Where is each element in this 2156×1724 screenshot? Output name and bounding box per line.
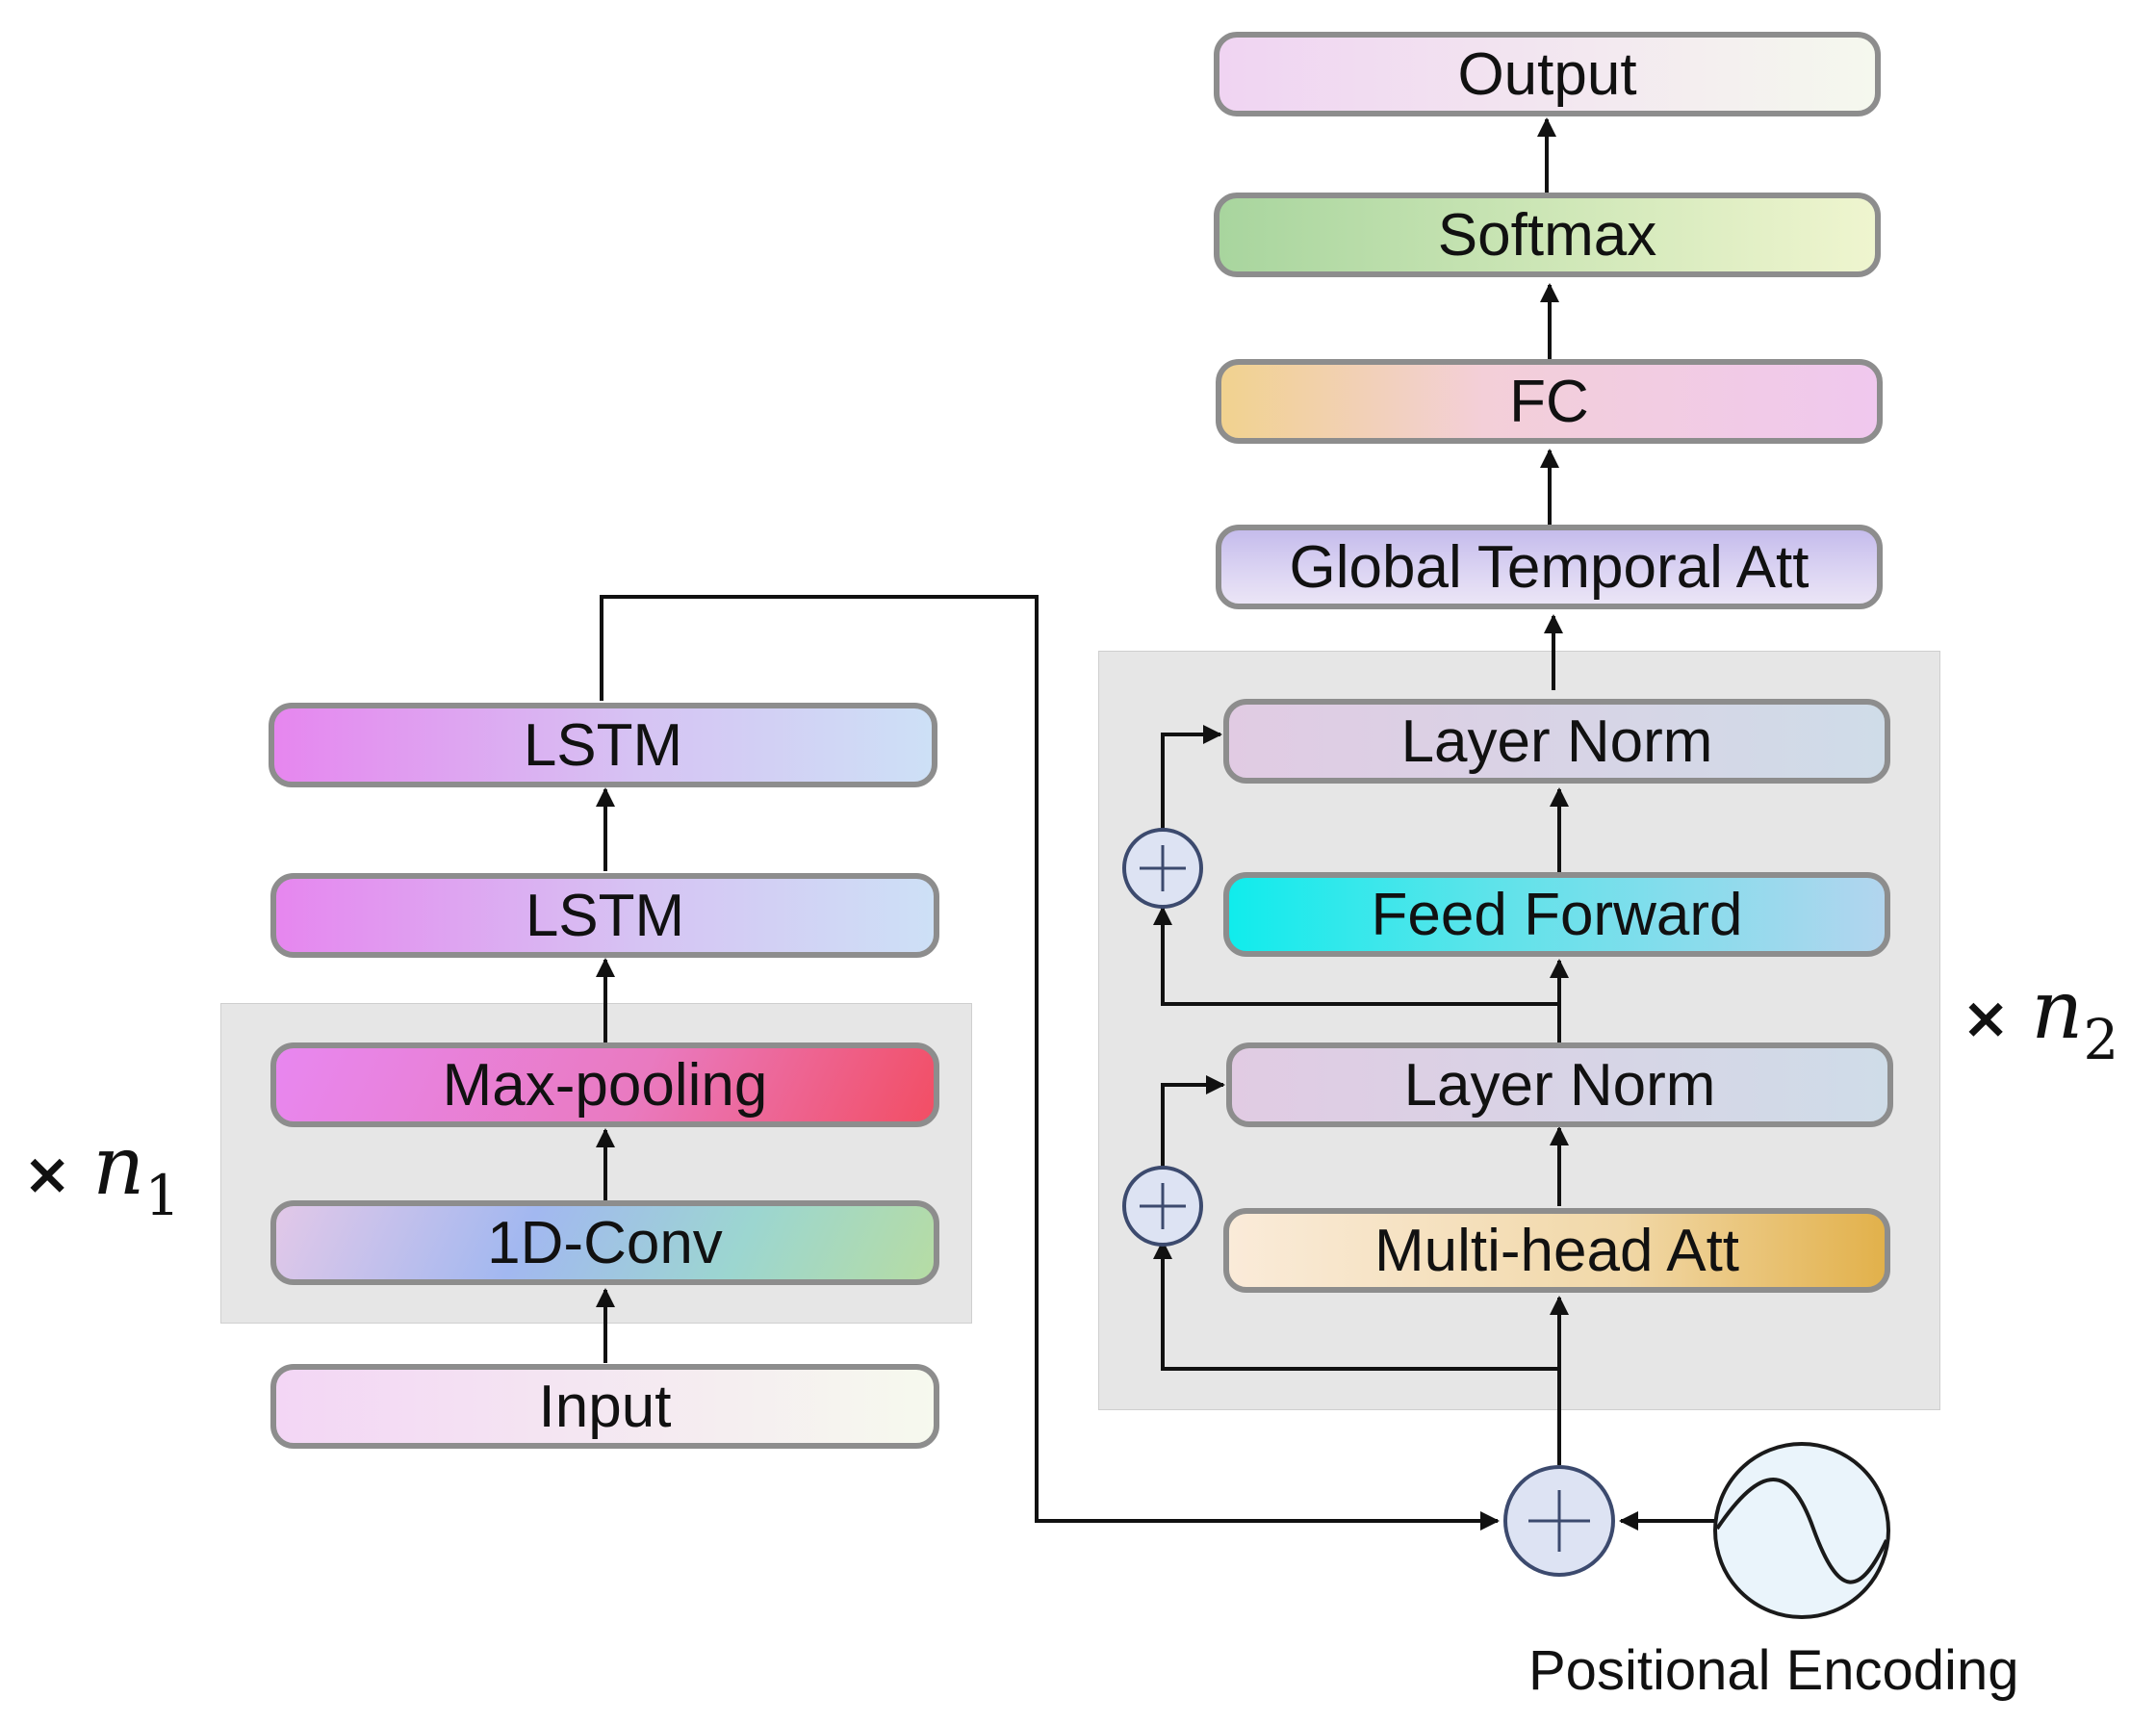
output-block: Output [1214,32,1881,116]
add-node-positional [1503,1465,1615,1577]
multi-head-attention-block: Multi-head Att [1223,1208,1890,1293]
add-node-residual-2 [1122,828,1203,909]
layer-norm-block-1: Layer Norm [1226,1042,1893,1127]
plus-circle-icon [1140,845,1186,891]
plus-circle-icon [1140,1183,1186,1229]
input-block: Input [270,1364,939,1449]
repeat-variable: n [92,1119,145,1213]
times-symbol: × [1962,985,2011,1052]
max-pooling-block: Max-pooling [270,1042,939,1127]
conv1d-block: 1D-Conv [270,1200,939,1285]
repeat-subscript: 2 [2083,1007,2119,1072]
wire-encoder-to-transformer [600,595,1500,1531]
positional-encoding-node [1713,1442,1890,1619]
plus-circle-icon [1528,1490,1590,1552]
repeat-subscript: 1 [144,1163,181,1228]
fc-block: FC [1216,359,1883,444]
encoder-repeat-label: × n1 [23,1119,180,1228]
repeat-variable: n [2031,963,2084,1057]
residual-2-up [1153,906,1559,1006]
residual-1-up [1153,1240,1559,1371]
global-temporal-att-block: Global Temporal Att [1216,525,1883,609]
transformer-repeat-label: × n2 [1962,963,2118,1072]
positional-encoding-label: Positional Encoding [1528,1639,2019,1702]
add-node-residual-1 [1122,1166,1203,1247]
softmax-block: Softmax [1214,193,1881,277]
lstm-block-1: LSTM [270,873,939,958]
times-symbol: × [23,1141,72,1208]
residual-2-in [1161,725,1222,837]
residual-1-in [1161,1075,1225,1175]
layer-norm-block-2: Layer Norm [1223,699,1890,784]
sine-wave-icon [1715,1478,1888,1584]
feed-forward-block: Feed Forward [1223,872,1890,957]
lstm-block-2: LSTM [269,703,937,787]
